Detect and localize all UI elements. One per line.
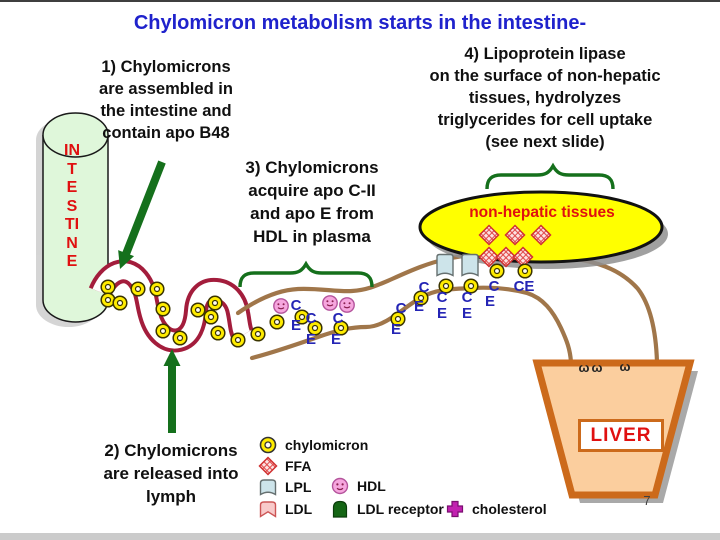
top-edge-bar (0, 0, 720, 2)
apo-label: E (462, 305, 472, 322)
chylomicron-marker (130, 281, 146, 297)
chylomicron-marker (390, 311, 406, 327)
chylomicron-marker (489, 263, 505, 279)
legend-item-ldl-receptor: LDL receptor (330, 498, 444, 520)
chylomicron-marker (190, 302, 206, 318)
hdl-marker (322, 295, 338, 311)
arrow-intestine-to-lymph (118, 160, 166, 269)
legend-label: FFA (285, 458, 312, 474)
cholesterol-icon (446, 500, 464, 518)
annotation-step3: 3) Chylomicrons acquire apo C-II and apo… (245, 158, 379, 246)
apo-label: E (391, 321, 401, 338)
ffa-marker (478, 224, 500, 246)
annotation-step4: 4) Lipoprotein lipase on the surface of … (429, 45, 661, 151)
legend-label: HDL (357, 478, 386, 494)
ldl-receptor-marker: ω (620, 359, 631, 374)
chylomicron-marker (438, 278, 454, 294)
ffa-marker (495, 246, 517, 268)
chylomicron-marker (517, 263, 533, 279)
slide-title: Chylomicron metabolism starts in the int… (133, 12, 587, 34)
ffa-icon (258, 456, 278, 476)
chylomicron-marker (230, 332, 246, 348)
chylomicron-marker (112, 295, 128, 311)
intestine-label: INTESTINE (64, 142, 80, 270)
apo-label: C (396, 300, 407, 317)
chylomicron-marker (333, 320, 349, 336)
receptor-icon (332, 500, 348, 518)
chylomicron-marker (155, 301, 171, 317)
apo-label: E (291, 317, 301, 334)
chylomicron-marker (269, 314, 285, 330)
legend-item-ldl: LDL (258, 498, 312, 520)
chylomicron-marker (100, 292, 116, 308)
chylomicron-marker (172, 330, 188, 346)
legend-label: LDL (285, 501, 313, 517)
apo-label: C (489, 278, 500, 295)
lpl-marker (461, 253, 479, 277)
bottom-edge-bar (0, 533, 720, 540)
apo-label: E (485, 293, 495, 310)
annotation-step1: 1) Chylomicrons are assembled in the int… (99, 58, 233, 142)
apo-label: C (419, 279, 430, 296)
liver-label-box: LIVER (578, 419, 664, 452)
brace-plasma (238, 260, 374, 288)
chylomicron-marker (294, 309, 310, 325)
legend-label: chylomicron (285, 437, 369, 453)
legend-item-chylomicron: chylomicron (258, 434, 368, 456)
chylomicron-marker (207, 295, 223, 311)
blood-vessel-lower-wall (249, 285, 574, 365)
chylomicron-icon (259, 436, 277, 454)
legend-label: LPL (285, 479, 312, 495)
apo-label: C (306, 310, 317, 327)
ffa-marker (530, 224, 552, 246)
apo-label: E (414, 298, 424, 315)
ldl-receptor-marker: ω (579, 360, 590, 375)
legend-item-lpl: LPL (258, 476, 311, 498)
chylomicron-marker (149, 281, 165, 297)
ldl-icon (259, 501, 277, 518)
hdl-marker (339, 297, 355, 313)
apo-label: C (437, 289, 448, 306)
chylomicron-marker (100, 279, 116, 295)
arrow-lymph-release (163, 349, 181, 433)
chylomicron-marker (413, 290, 429, 306)
apo-label: E (437, 305, 447, 322)
lpl-icon (259, 479, 277, 496)
hdl-marker (273, 298, 289, 314)
legend-label: LDL receptor (357, 501, 444, 517)
apo-label: C (333, 310, 344, 327)
legend-item-ffa: FFA (258, 455, 311, 477)
page-number: 7 (643, 493, 651, 508)
apo-label: C (462, 289, 473, 306)
apo-label: E (331, 331, 341, 348)
legend-item-hdl: HDL (330, 475, 386, 497)
chylomicron-marker (463, 278, 479, 294)
hdl-icon (331, 477, 349, 495)
apo-label: C (291, 297, 302, 314)
annotation-step2: 2) Chylomicrons are released into lymph (103, 441, 239, 506)
non-hepatic-tissues-label: non-hepatic tissues (469, 204, 615, 221)
ldl-receptor-marker: ω (592, 360, 603, 375)
legend-item-cholesterol: cholesterol (445, 498, 547, 520)
ffa-marker (478, 246, 500, 268)
chylomicron-marker (307, 320, 323, 336)
brace-tissues (485, 162, 615, 190)
chylomicron-marker (203, 309, 219, 325)
chylomicron-marker (155, 323, 171, 339)
apo-label: E (306, 331, 316, 348)
legend-label: cholesterol (472, 501, 547, 517)
intestine-cylinder (36, 112, 109, 327)
chylomicron-marker (210, 325, 226, 341)
apo-label: CE (514, 278, 535, 295)
chylomicron-marker (250, 326, 266, 342)
lpl-marker (436, 253, 454, 277)
ffa-marker (504, 224, 526, 246)
